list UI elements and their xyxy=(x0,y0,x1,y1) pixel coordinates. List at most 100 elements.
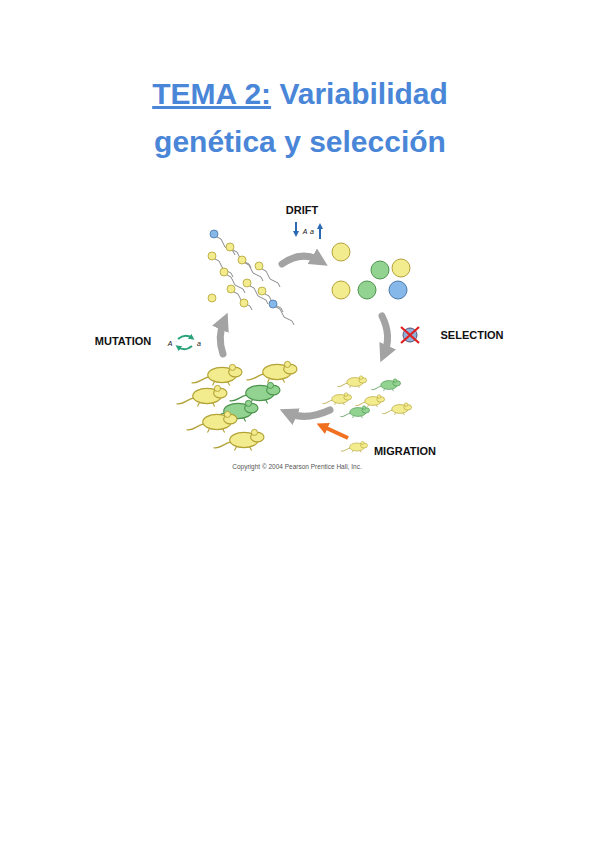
drift-down-arrow xyxy=(295,222,297,234)
illustration-part xyxy=(393,379,397,383)
sperm-tail xyxy=(233,250,251,268)
sperm-tail xyxy=(227,275,245,293)
illustration-part xyxy=(230,395,247,401)
mouse xyxy=(247,361,297,382)
illustration-part xyxy=(192,377,209,383)
illustration-part xyxy=(350,386,360,388)
cycle-arrows xyxy=(220,256,387,416)
mouse xyxy=(192,364,242,385)
allele-symbol: a xyxy=(310,228,314,235)
mouse xyxy=(187,411,237,432)
process-label: MIGRATION xyxy=(374,445,436,457)
sperm-tail xyxy=(250,286,268,304)
illustration-part xyxy=(344,393,348,397)
mouse xyxy=(322,393,351,405)
illustration-part xyxy=(362,406,366,410)
mouse xyxy=(337,376,366,388)
illustration-part xyxy=(214,442,231,448)
illustration-part xyxy=(224,411,230,417)
mutation-arrow xyxy=(178,346,192,349)
mouse xyxy=(382,403,411,415)
illustration-part xyxy=(245,400,251,406)
illustration-part xyxy=(352,451,361,453)
cycle-arrow xyxy=(220,321,224,354)
process-label: SELECTION xyxy=(441,329,504,341)
illustration-part xyxy=(247,374,264,380)
sperm-tail xyxy=(245,263,263,281)
migration-arrow xyxy=(322,426,348,438)
allele-symbol: a xyxy=(197,340,201,347)
gamete-cell xyxy=(220,268,228,276)
zygote-cell xyxy=(389,281,407,299)
allele-symbol: A xyxy=(168,340,173,347)
mutation-arrow xyxy=(178,336,192,339)
illustration-part xyxy=(251,400,268,404)
page-heading: TEMA 2: Variabilidad genética y selecció… xyxy=(90,70,510,166)
gamete-cell xyxy=(258,287,266,295)
heading-number: TEMA 2: xyxy=(152,77,271,110)
mouse xyxy=(214,429,264,450)
zygote-cell xyxy=(332,243,350,261)
gamete-cell xyxy=(240,299,248,307)
gamete-cell xyxy=(227,285,235,293)
sperm-tail xyxy=(262,269,280,287)
sperm-tail xyxy=(215,259,233,277)
illustration-part xyxy=(353,416,363,418)
illustration-part xyxy=(368,405,378,407)
copyright-note: Copyright © 2004 Pearson Prentice Hall, … xyxy=(232,463,361,470)
mice xyxy=(177,361,412,452)
cycle-arrow xyxy=(288,410,330,416)
gamete-cell xyxy=(208,294,216,302)
mouse xyxy=(340,406,369,418)
gamete-cell xyxy=(243,279,251,287)
illustration-part xyxy=(371,386,381,390)
illustration-part xyxy=(384,389,394,391)
cycle-arrow xyxy=(282,256,320,264)
gamete-cell xyxy=(255,262,263,270)
mutation-arrows xyxy=(178,336,192,350)
mouse xyxy=(371,379,400,391)
illustration-part xyxy=(251,429,257,435)
gamete-cell xyxy=(208,252,216,260)
illustration-part xyxy=(340,413,350,417)
process-label: MUTATION xyxy=(95,335,151,347)
illustration-part xyxy=(208,429,225,433)
illustration-part xyxy=(382,410,392,414)
illustration-part xyxy=(359,376,363,380)
zygote-cell xyxy=(332,281,350,299)
illustration-part xyxy=(198,403,215,407)
illustration-part xyxy=(187,424,204,430)
mouse xyxy=(341,441,368,452)
selection-symbol xyxy=(401,327,419,343)
illustration-part xyxy=(235,447,252,451)
illustration-part xyxy=(335,403,345,405)
mouse xyxy=(177,385,227,406)
zygote-cell xyxy=(392,259,410,277)
process-label: DRIFT xyxy=(286,204,318,216)
illustration-part xyxy=(404,403,408,407)
gamete-cell xyxy=(210,230,218,238)
gamete-cell xyxy=(238,256,246,264)
illustration-part xyxy=(214,385,220,391)
sperm-tail xyxy=(217,237,235,255)
illustration-part xyxy=(395,413,405,415)
mouse xyxy=(230,382,280,403)
illustration-part xyxy=(377,395,381,399)
zygote-cell xyxy=(371,261,389,279)
sperm-tail xyxy=(234,292,252,310)
allele-symbol: A xyxy=(303,228,308,235)
drift-up-arrow xyxy=(319,226,321,239)
gamete-cell xyxy=(269,300,277,308)
gametes xyxy=(208,230,294,325)
illustration-part xyxy=(355,402,365,406)
sperm-tail xyxy=(276,307,294,325)
illustration-part xyxy=(267,382,273,388)
illustration-part xyxy=(284,361,290,367)
zygotes xyxy=(332,243,410,299)
illustration-part xyxy=(213,382,230,386)
illustration-part xyxy=(268,379,285,383)
illustration-part xyxy=(401,327,419,343)
illustration-part xyxy=(177,398,194,404)
gamete-cell xyxy=(226,243,234,251)
mouse xyxy=(355,395,384,407)
